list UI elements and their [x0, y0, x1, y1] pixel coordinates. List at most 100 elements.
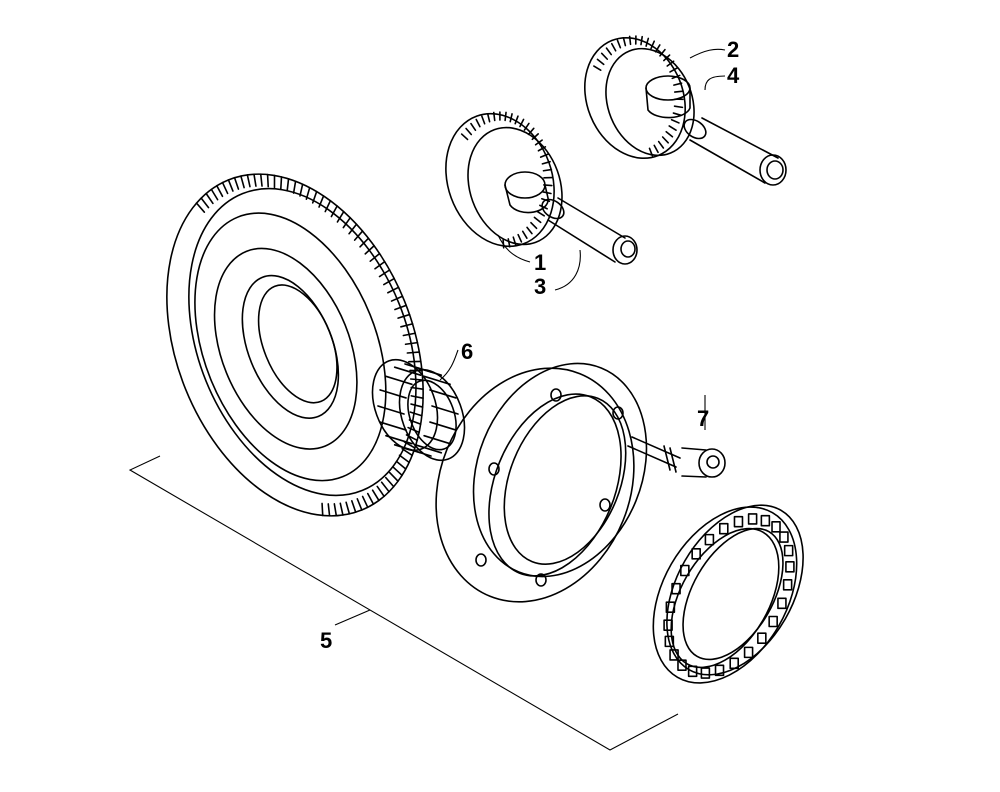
sprag-cell — [760, 514, 771, 527]
callout-5: 5 — [320, 628, 332, 653]
gear-tooth — [361, 495, 369, 509]
gear-tooth — [400, 323, 414, 328]
gear-tooth — [673, 90, 684, 93]
sprag-cell — [677, 659, 687, 671]
gear-tooth — [348, 223, 358, 235]
sprag-cell — [783, 544, 794, 557]
gear-tooth — [460, 133, 469, 141]
idler-gear-1 — [445, 111, 563, 249]
bearing-needle — [377, 405, 405, 415]
gear-tooth — [671, 74, 681, 80]
sprag-cell — [714, 664, 725, 677]
sprag-cell — [779, 531, 789, 543]
leader-lines — [439, 48, 726, 430]
sprag-cell — [718, 522, 729, 535]
gear-tooth — [622, 37, 627, 47]
sprag-cell — [691, 548, 701, 560]
sprag-cell — [700, 667, 711, 679]
gear-teeth-2 — [593, 35, 684, 157]
gear-tooth — [390, 295, 404, 302]
gear-tooth — [527, 127, 535, 136]
gear-tooth — [324, 199, 332, 213]
sprag-cell — [687, 665, 698, 678]
sprag-cell — [733, 515, 744, 528]
gear-tooth — [311, 190, 318, 204]
gear-tooth — [509, 113, 513, 123]
gear-tooth — [404, 341, 419, 346]
gear-tooth — [673, 82, 683, 86]
gear-tooth — [521, 230, 528, 240]
gear-tooth — [246, 174, 251, 188]
sprag-cell — [757, 632, 767, 644]
sprag-cell — [743, 646, 754, 659]
sprag-cell — [671, 582, 681, 595]
gear-tooth — [481, 115, 486, 125]
gear-tooth — [327, 503, 331, 517]
bearing-needle — [423, 375, 451, 386]
sprag-cell — [777, 597, 787, 610]
gear-tooth — [408, 360, 422, 363]
callout-3: 3 — [534, 274, 546, 299]
gear-tooth — [657, 140, 665, 149]
sprag-cell — [729, 657, 740, 670]
gear-tooth — [216, 184, 224, 198]
gear-tooth — [530, 221, 538, 230]
gear-tooth — [650, 40, 656, 50]
gear-tooth — [628, 35, 632, 46]
gear-tooth — [388, 471, 399, 482]
gear-tooth — [330, 205, 338, 218]
gear-tooth — [210, 188, 219, 201]
gear-tooth — [233, 176, 240, 190]
gear-tooth — [353, 230, 364, 241]
gear-tooth — [593, 65, 602, 71]
sprag-elements — [663, 513, 795, 679]
sprag-cell — [680, 564, 690, 577]
bearing-needles — [377, 363, 459, 457]
gear-tooth — [376, 485, 385, 498]
gear-tooth — [475, 118, 481, 128]
gear-tooth — [596, 58, 605, 66]
bearing-needle — [431, 405, 459, 415]
gear-tooth — [410, 395, 424, 399]
gear-tooth — [378, 269, 391, 278]
bearing-needle — [385, 434, 413, 445]
gear-tooth — [533, 216, 542, 224]
gear-tooth — [369, 252, 381, 262]
gear-tooth — [339, 502, 344, 516]
gear-tooth — [616, 39, 622, 49]
gear-tooth — [492, 111, 496, 122]
gear-tooth — [534, 139, 543, 146]
bearing-needle — [393, 366, 422, 376]
idler-gear-2 — [583, 35, 695, 160]
gear-tooth — [371, 489, 380, 502]
gear-tooth — [200, 197, 210, 209]
bearing-needle — [393, 444, 422, 454]
gear-tooth — [273, 174, 276, 189]
gear-tooth — [663, 54, 671, 62]
gear-tooth — [351, 500, 357, 513]
gear-tooth — [205, 192, 214, 205]
gear-tooth — [526, 226, 533, 235]
large-starter-gear — [166, 173, 424, 517]
callout-6: 6 — [461, 339, 473, 364]
gear-tooth — [403, 441, 416, 449]
gear-tooth — [537, 146, 547, 152]
bearing-needle — [379, 389, 407, 399]
gear-tooth — [648, 147, 654, 157]
gear-tooth — [542, 191, 552, 195]
gear-tooth — [519, 118, 525, 128]
gear-tooth — [387, 286, 400, 294]
gear-tooth — [517, 233, 523, 243]
gear-tooth — [336, 210, 345, 223]
gear-tooth — [470, 122, 477, 132]
gear-tooth — [486, 113, 491, 123]
gear-tooth — [342, 216, 351, 229]
gear-tooth — [523, 122, 530, 131]
gear-teeth — [195, 173, 424, 517]
gear-tooth — [669, 67, 678, 73]
gear-tooth — [536, 210, 546, 217]
gear-tooth — [666, 60, 675, 67]
gear-tooth — [333, 503, 338, 517]
bearing-needle — [414, 444, 443, 454]
